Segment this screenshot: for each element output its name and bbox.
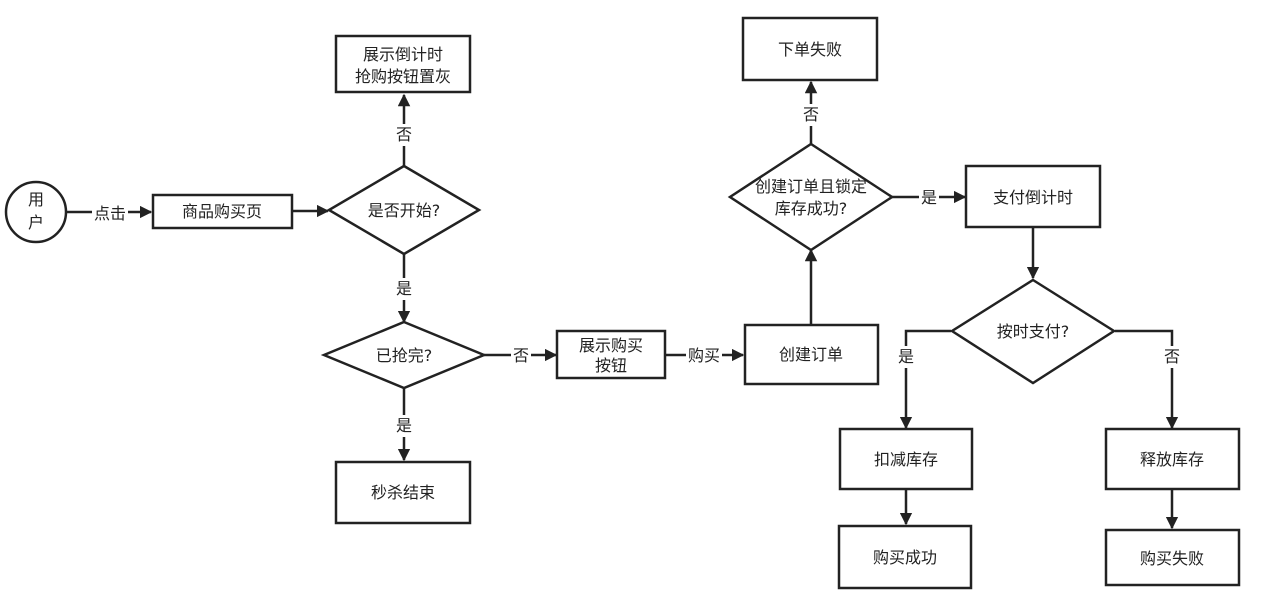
node-buy-success: 购买成功 bbox=[837, 524, 973, 590]
node-user: 用 户 bbox=[4, 180, 68, 244]
node-countdown-gray-line-1: 展示倒计时 bbox=[363, 45, 443, 64]
node-deduct-stock: 扣减库存 bbox=[838, 427, 974, 491]
edge-label-sold-out-no: 否 bbox=[513, 346, 529, 365]
node-sale-end-label: 秒杀结束 bbox=[371, 483, 435, 502]
node-started-decision-label: 是否开始? bbox=[368, 201, 441, 220]
node-show-buy-button-line-1: 展示购买 bbox=[579, 336, 643, 355]
edge-labels: 点击 否 是 是 否 购买 否 是 是 否 bbox=[92, 104, 1182, 437]
node-started-decision: 是否开始? bbox=[326, 164, 482, 256]
edge-label-buy: 购买 bbox=[688, 346, 720, 365]
node-pay-countdown: 支付倒计时 bbox=[964, 164, 1102, 229]
node-pay-on-time-decision: 按时支付? bbox=[949, 278, 1117, 385]
node-countdown-gray-line-2: 抢购按钮置灰 bbox=[355, 67, 451, 86]
node-user-line-2: 户 bbox=[28, 213, 44, 232]
node-order-failed-label: 下单失败 bbox=[778, 40, 842, 59]
node-buy-failed-label: 购买失败 bbox=[1140, 549, 1204, 568]
node-show-buy-button-line-2: 按钮 bbox=[595, 356, 627, 375]
node-sale-end: 秒杀结束 bbox=[334, 460, 472, 525]
node-countdown-gray: 展示倒计时 抢购按钮置灰 bbox=[334, 34, 472, 94]
node-product-page: 商品购买页 bbox=[151, 193, 294, 230]
node-lock-stock-decision-line-1: 创建订单且锁定 bbox=[755, 177, 867, 196]
node-user-line-1: 用 bbox=[28, 190, 44, 209]
node-deduct-stock-label: 扣减库存 bbox=[874, 450, 938, 469]
nodes: 用 户 商品购买页 是否开始? 展示倒计时 抢购按钮置灰 已抢完? 秒杀结束 bbox=[4, 16, 1241, 590]
node-create-order-label: 创建订单 bbox=[779, 345, 843, 364]
edge-label-click: 点击 bbox=[94, 204, 126, 223]
edge-label-pay-no: 否 bbox=[1164, 347, 1180, 366]
edge-label-sold-out-yes: 是 bbox=[396, 416, 412, 435]
node-sold-out-decision: 已抢完? bbox=[320, 320, 488, 390]
node-pay-countdown-label: 支付倒计时 bbox=[993, 188, 1073, 207]
node-order-failed: 下单失败 bbox=[741, 16, 879, 82]
edge-pay-q-to-deduct bbox=[899, 329, 951, 430]
node-buy-failed: 购买失败 bbox=[1104, 528, 1241, 587]
edge-label-lock-no: 否 bbox=[803, 105, 819, 124]
edge-label-pay-yes: 是 bbox=[898, 347, 914, 366]
node-lock-stock-decision: 创建订单且锁定 库存成功? bbox=[727, 142, 895, 252]
node-show-buy-button: 展示购买 按钮 bbox=[555, 329, 667, 380]
node-buy-success-label: 购买成功 bbox=[873, 548, 937, 567]
node-sold-out-decision-label: 已抢完? bbox=[376, 346, 433, 365]
node-release-stock-label: 释放库存 bbox=[1140, 450, 1204, 469]
node-pay-on-time-decision-label: 按时支付? bbox=[997, 322, 1070, 341]
edge-label-started-no: 否 bbox=[396, 125, 412, 144]
node-release-stock: 释放库存 bbox=[1104, 427, 1241, 491]
node-lock-stock-decision-line-2: 库存成功? bbox=[775, 199, 848, 218]
edge-label-lock-yes: 是 bbox=[921, 188, 937, 207]
node-product-page-label: 商品购买页 bbox=[182, 202, 262, 221]
node-create-order: 创建订单 bbox=[743, 323, 880, 386]
edge-pay-q-to-release bbox=[1115, 329, 1179, 430]
edge-label-started-yes: 是 bbox=[396, 279, 412, 298]
